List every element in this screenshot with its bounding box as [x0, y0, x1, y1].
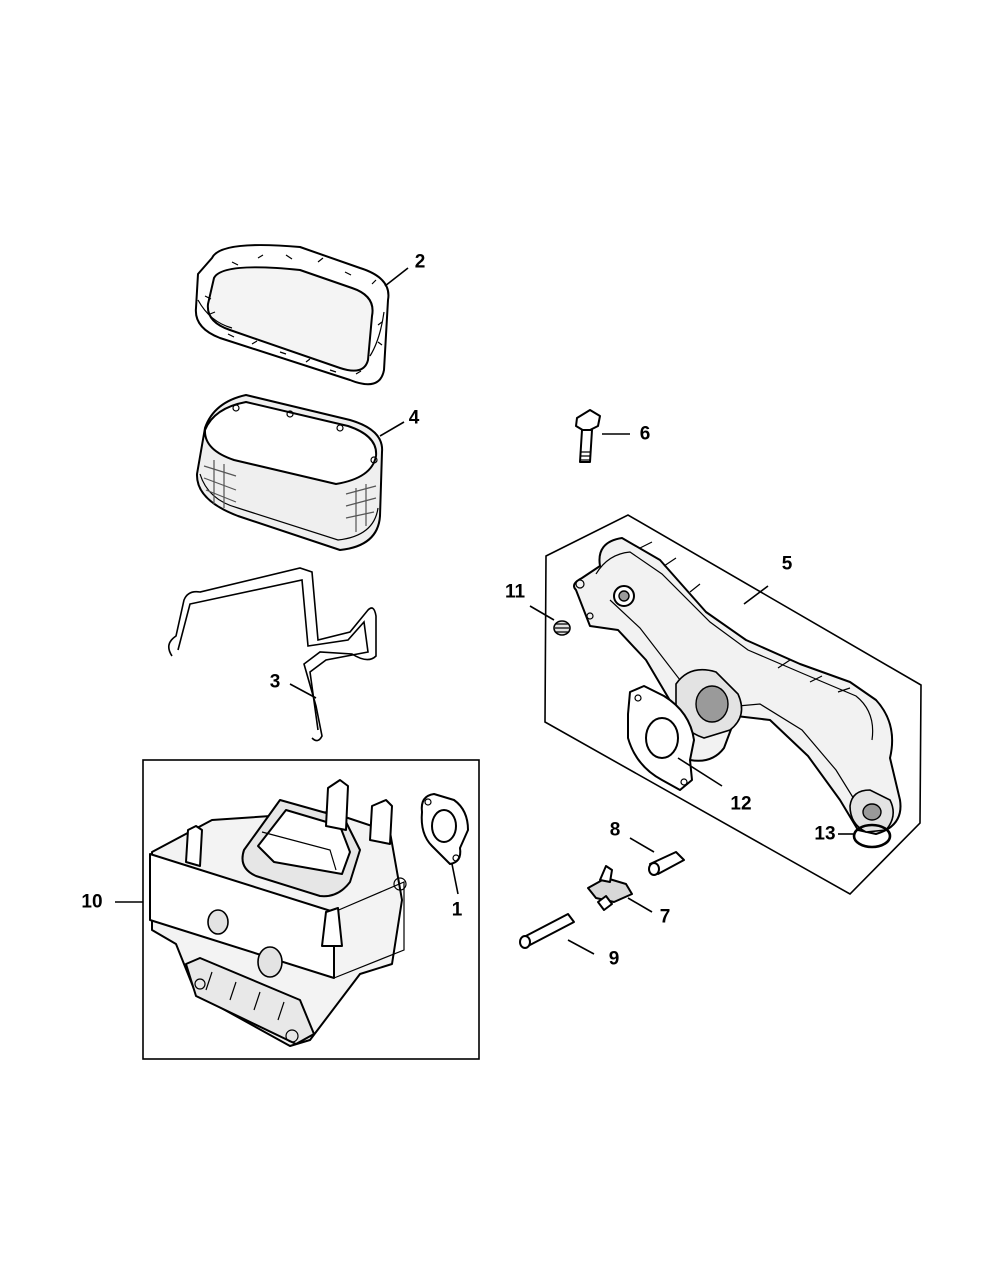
- leader-1: [451, 863, 459, 895]
- wire-bail-inner: [177, 579, 369, 731]
- callout-10: 10: [81, 891, 103, 913]
- callout-13: 13: [814, 823, 836, 845]
- leader-3: [289, 683, 317, 699]
- breather-valve: [587, 865, 633, 911]
- leader-12: [677, 757, 723, 787]
- callout-9: 9: [608, 948, 620, 970]
- callout-7: 7: [659, 906, 671, 928]
- callout-8: 8: [609, 819, 621, 841]
- callout-6: 6: [639, 423, 651, 445]
- leader-7: [627, 897, 653, 913]
- leader-8: [629, 837, 655, 853]
- callout-11: 11: [504, 581, 526, 603]
- callout-5: 5: [781, 553, 793, 575]
- plug: [553, 620, 571, 636]
- intake-manifold: [573, 537, 902, 835]
- air-box-gasket: [420, 793, 469, 865]
- air-box-group-box: [142, 759, 480, 1060]
- callout-2: 2: [414, 251, 426, 273]
- manifold-group-box: [544, 514, 922, 895]
- leader-4: [379, 421, 405, 437]
- leader-11: [529, 605, 555, 621]
- air-cleaner-base: [149, 779, 407, 1047]
- callout-4: 4: [408, 407, 420, 429]
- air-filter-element: [195, 394, 384, 551]
- leader-5: [743, 585, 769, 605]
- leader-2: [384, 267, 409, 287]
- callout-3: 3: [269, 671, 281, 693]
- bolt: [575, 409, 601, 463]
- callout-12: 12: [730, 793, 752, 815]
- leader-9: [567, 939, 595, 955]
- o-ring: [852, 823, 892, 849]
- manifold-gasket: [627, 685, 695, 791]
- callout-1: 1: [451, 899, 463, 921]
- short-pin: [648, 851, 685, 876]
- wire-bail: [168, 567, 377, 742]
- precleaner-ring: [194, 244, 390, 386]
- long-pin: [519, 913, 575, 949]
